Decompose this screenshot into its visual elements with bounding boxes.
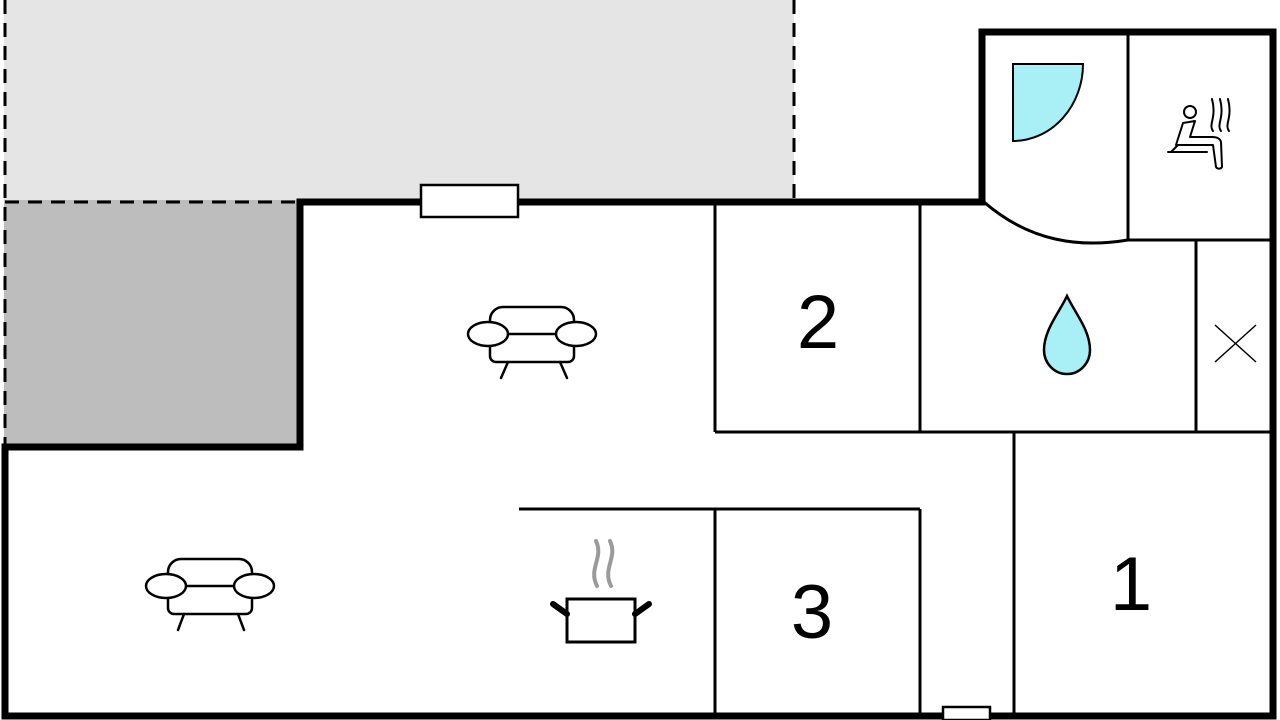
water-drop-icon [1042, 293, 1092, 376]
sofa-icon [466, 305, 598, 380]
interior-walls [519, 32, 1273, 716]
sauna-icon [1167, 98, 1231, 170]
shower-icon [1012, 63, 1085, 143]
covered-terrace [4, 200, 300, 447]
room-number-1: 1 [1110, 542, 1152, 627]
cooking-pot-icon [550, 539, 652, 644]
sofa-icon [144, 557, 276, 632]
window-top [419, 183, 520, 219]
terrace-outline [3, 0, 796, 447]
room-number-3: 3 [791, 570, 833, 655]
exterior-wall [1, 28, 1277, 720]
toilet-cross-icon [1214, 324, 1257, 363]
open-terrace [4, 0, 794, 200]
room-number-2: 2 [797, 280, 839, 365]
window-bottom [941, 705, 992, 720]
